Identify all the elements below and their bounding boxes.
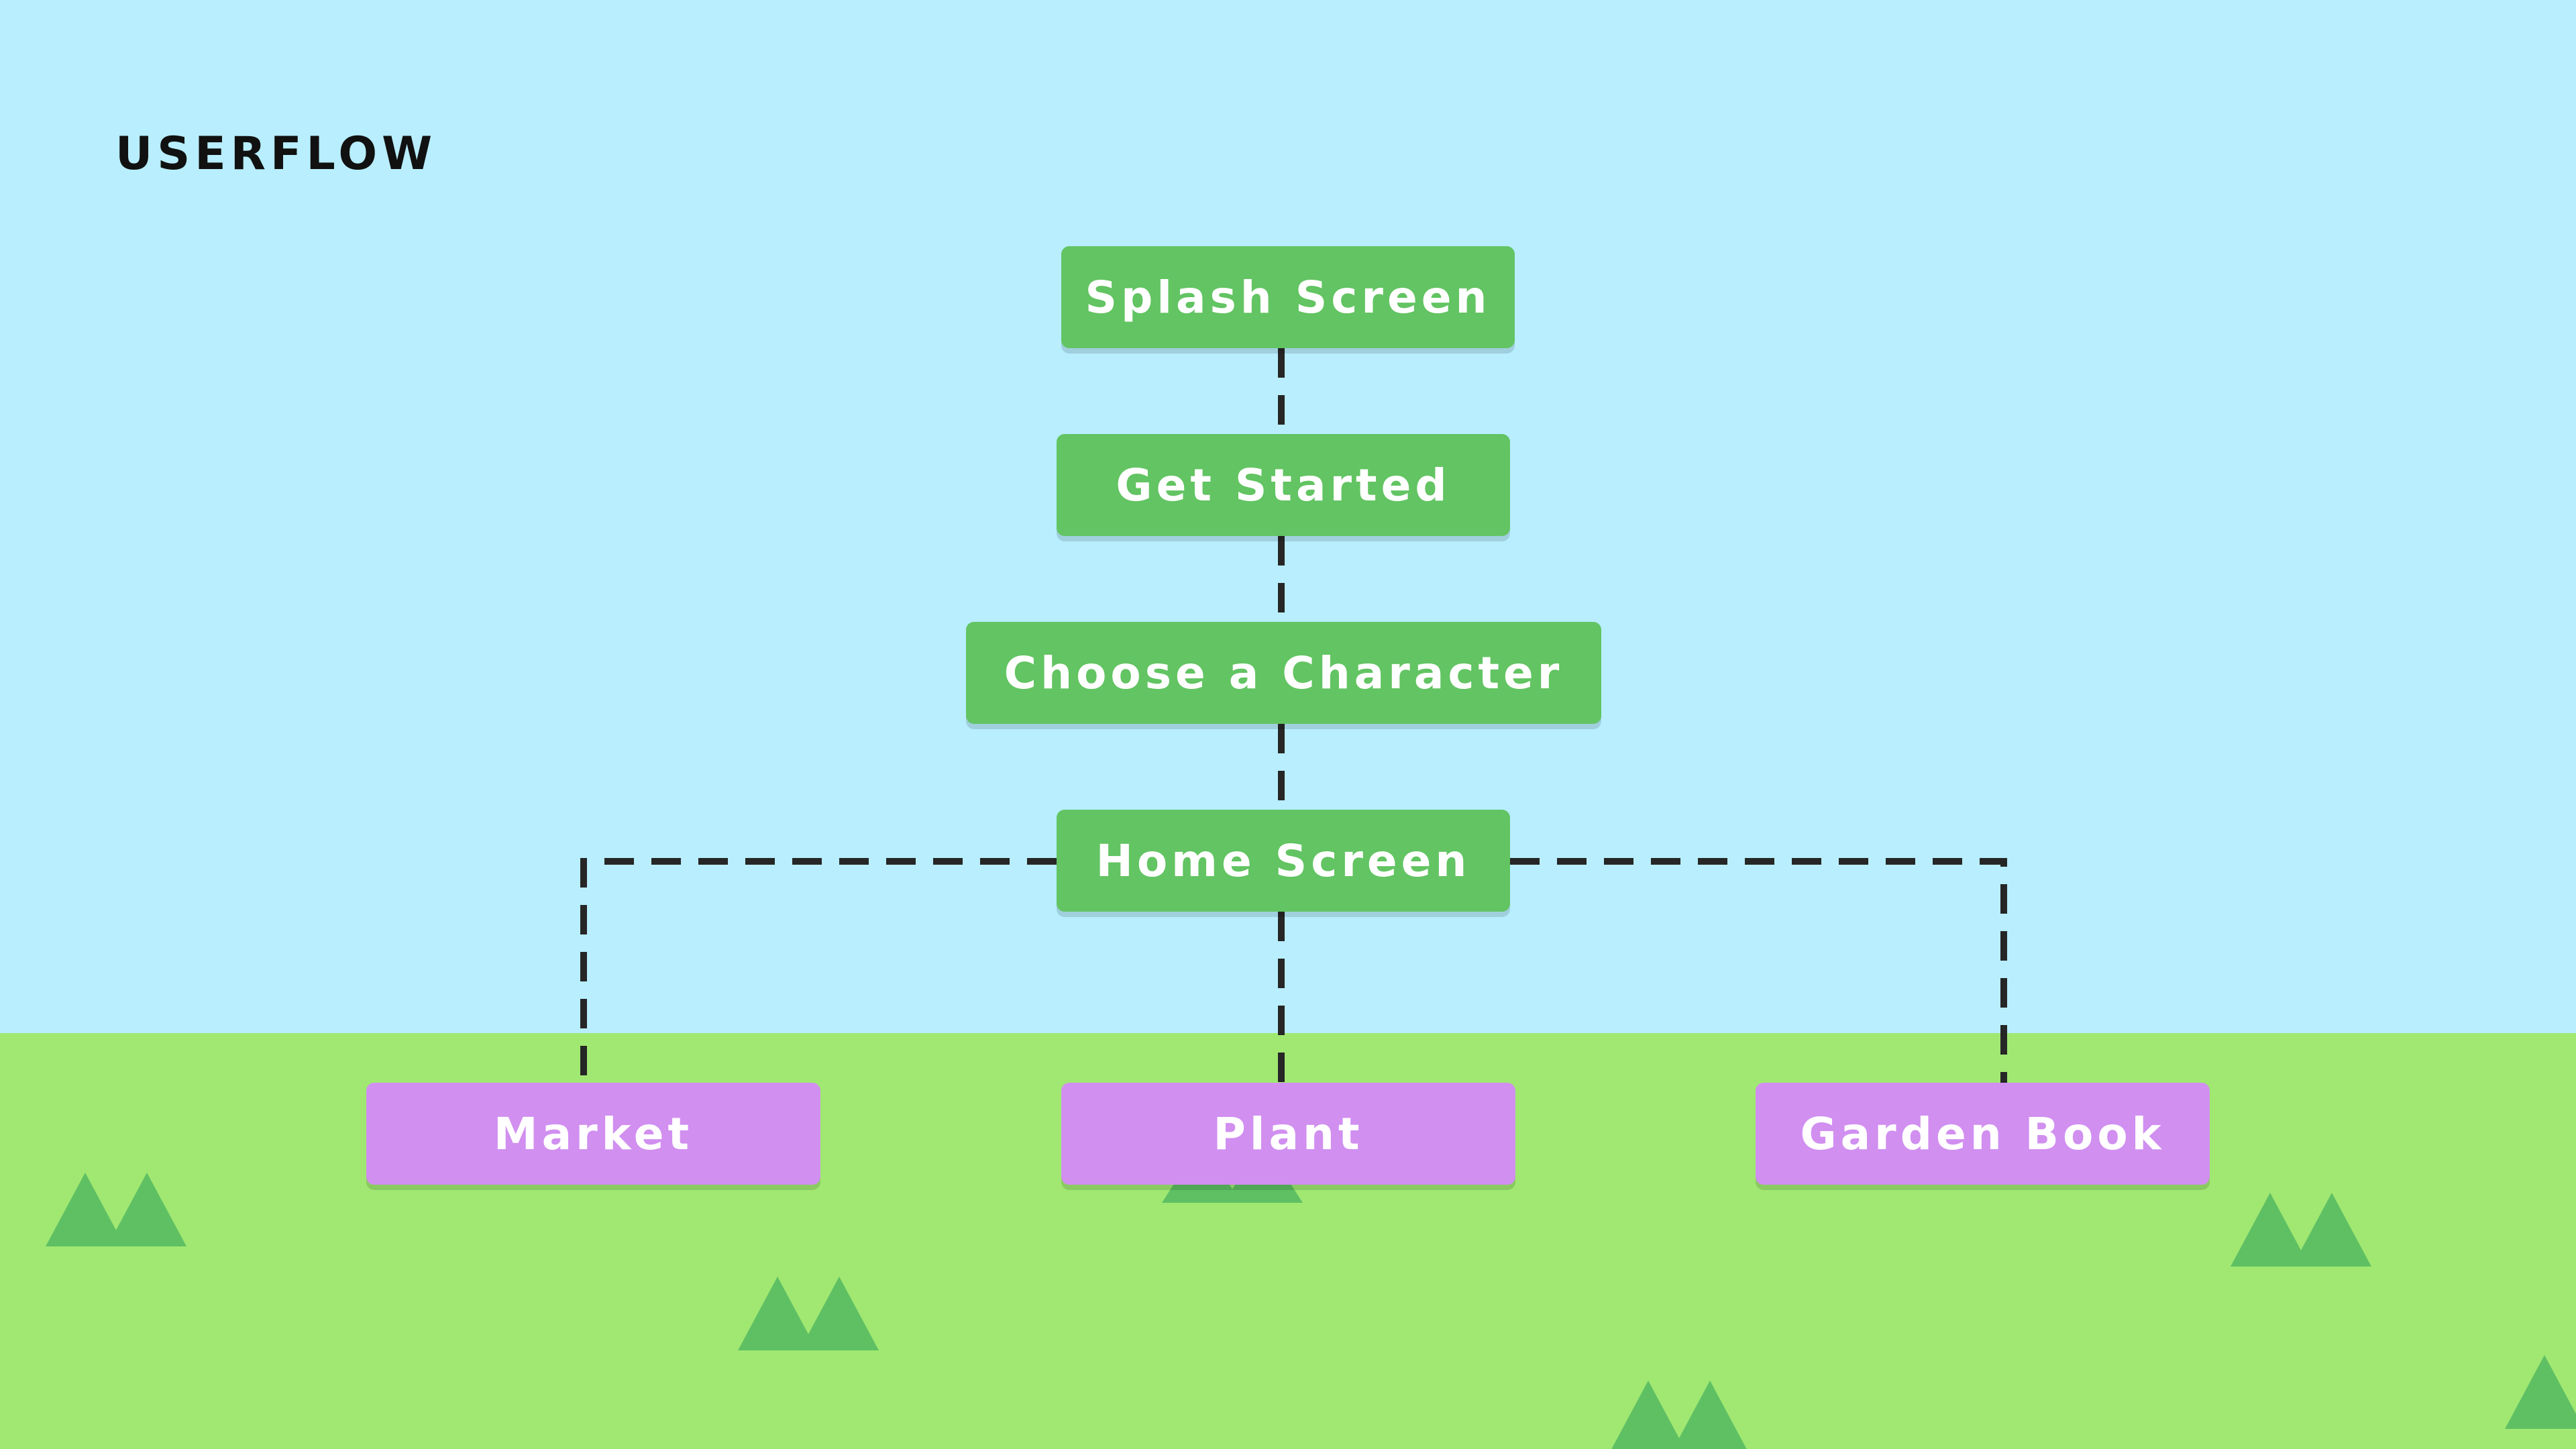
node-plant: Plant [1061,1083,1515,1185]
node-splash-screen: Splash Screen [1061,246,1515,348]
node-choose-a-character: Choose a Character [966,622,1601,724]
connector-home-to-market [580,858,1057,1083]
node-home-screen: Home Screen [1057,810,1510,912]
node-get-started: Get Started [1057,434,1510,536]
node-market: Market [366,1083,820,1185]
node-garden-book: Garden Book [1756,1083,2210,1185]
page-title: USERFLOW [115,127,437,180]
connector-home-to-garden-book [1510,858,2007,1083]
